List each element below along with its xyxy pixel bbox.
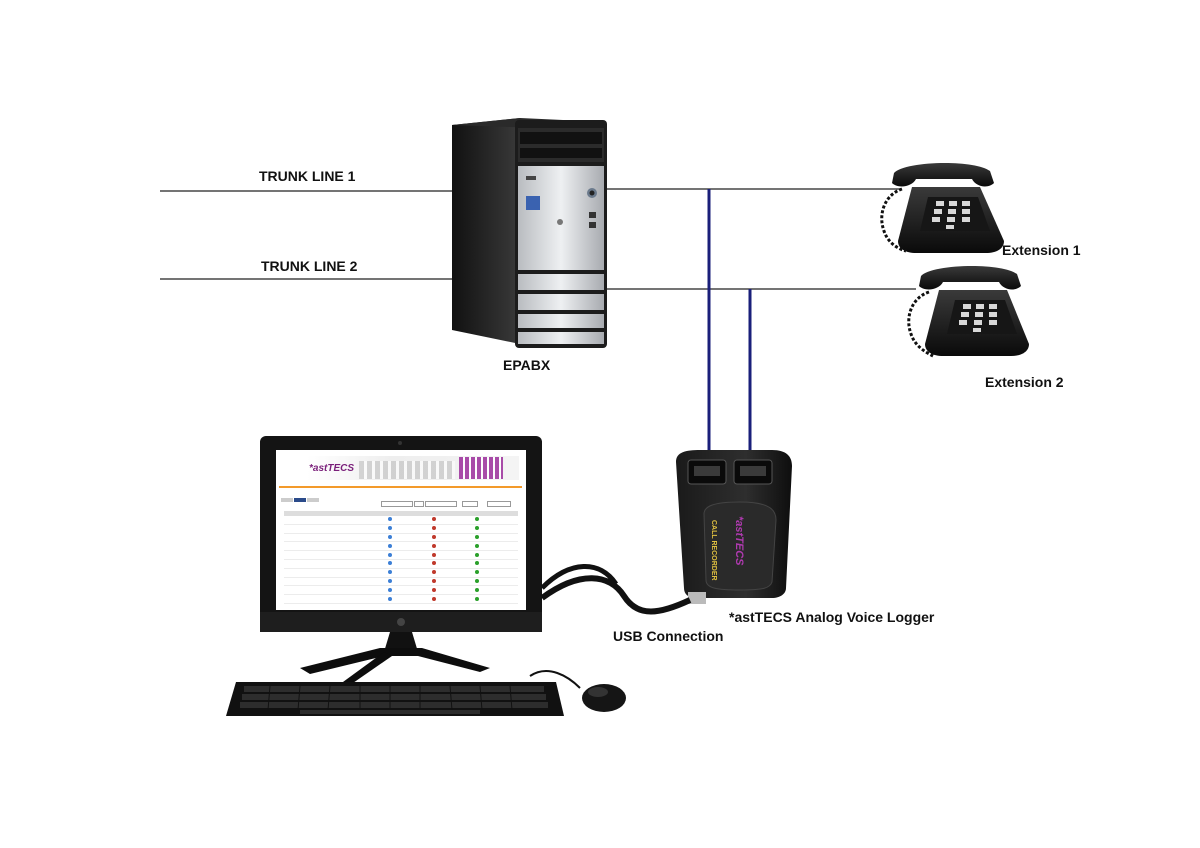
extension-1-label: Extension 1 xyxy=(1002,242,1081,258)
mouse-icon xyxy=(529,670,626,712)
pc-tower-icon xyxy=(452,118,607,348)
usb-connection-label: USB Connection xyxy=(613,628,724,644)
keyboard-icon xyxy=(226,682,564,716)
screen-brand: *astTECS xyxy=(309,463,355,474)
trunk-line-2-label: TRUNK LINE 2 xyxy=(261,258,358,274)
screen-accent-bar xyxy=(279,486,522,488)
trunk-line-1-label: TRUNK LINE 1 xyxy=(259,168,356,184)
svg-text:*astTECS: *astTECS xyxy=(733,516,745,566)
epabx-label: EPABX xyxy=(503,357,551,373)
logger-software-screen: *astTECS xyxy=(279,453,522,608)
voice-logger-icon: CALL RECORDER *astTECS xyxy=(676,450,792,604)
voice-logger-label: *astTECS Analog Voice Logger xyxy=(729,609,935,625)
skyline-graphic xyxy=(359,461,455,479)
telephone-icon xyxy=(907,265,1029,358)
usb-cable-icon xyxy=(540,575,692,615)
screen-search-row xyxy=(349,501,519,507)
screen-call-table xyxy=(284,511,518,604)
telephone-icon xyxy=(880,162,1004,253)
svg-text:CALL RECORDER: CALL RECORDER xyxy=(710,520,717,581)
people-graphic xyxy=(459,457,503,479)
extension-2-label: Extension 2 xyxy=(985,374,1064,390)
screen-tabs xyxy=(281,489,320,502)
